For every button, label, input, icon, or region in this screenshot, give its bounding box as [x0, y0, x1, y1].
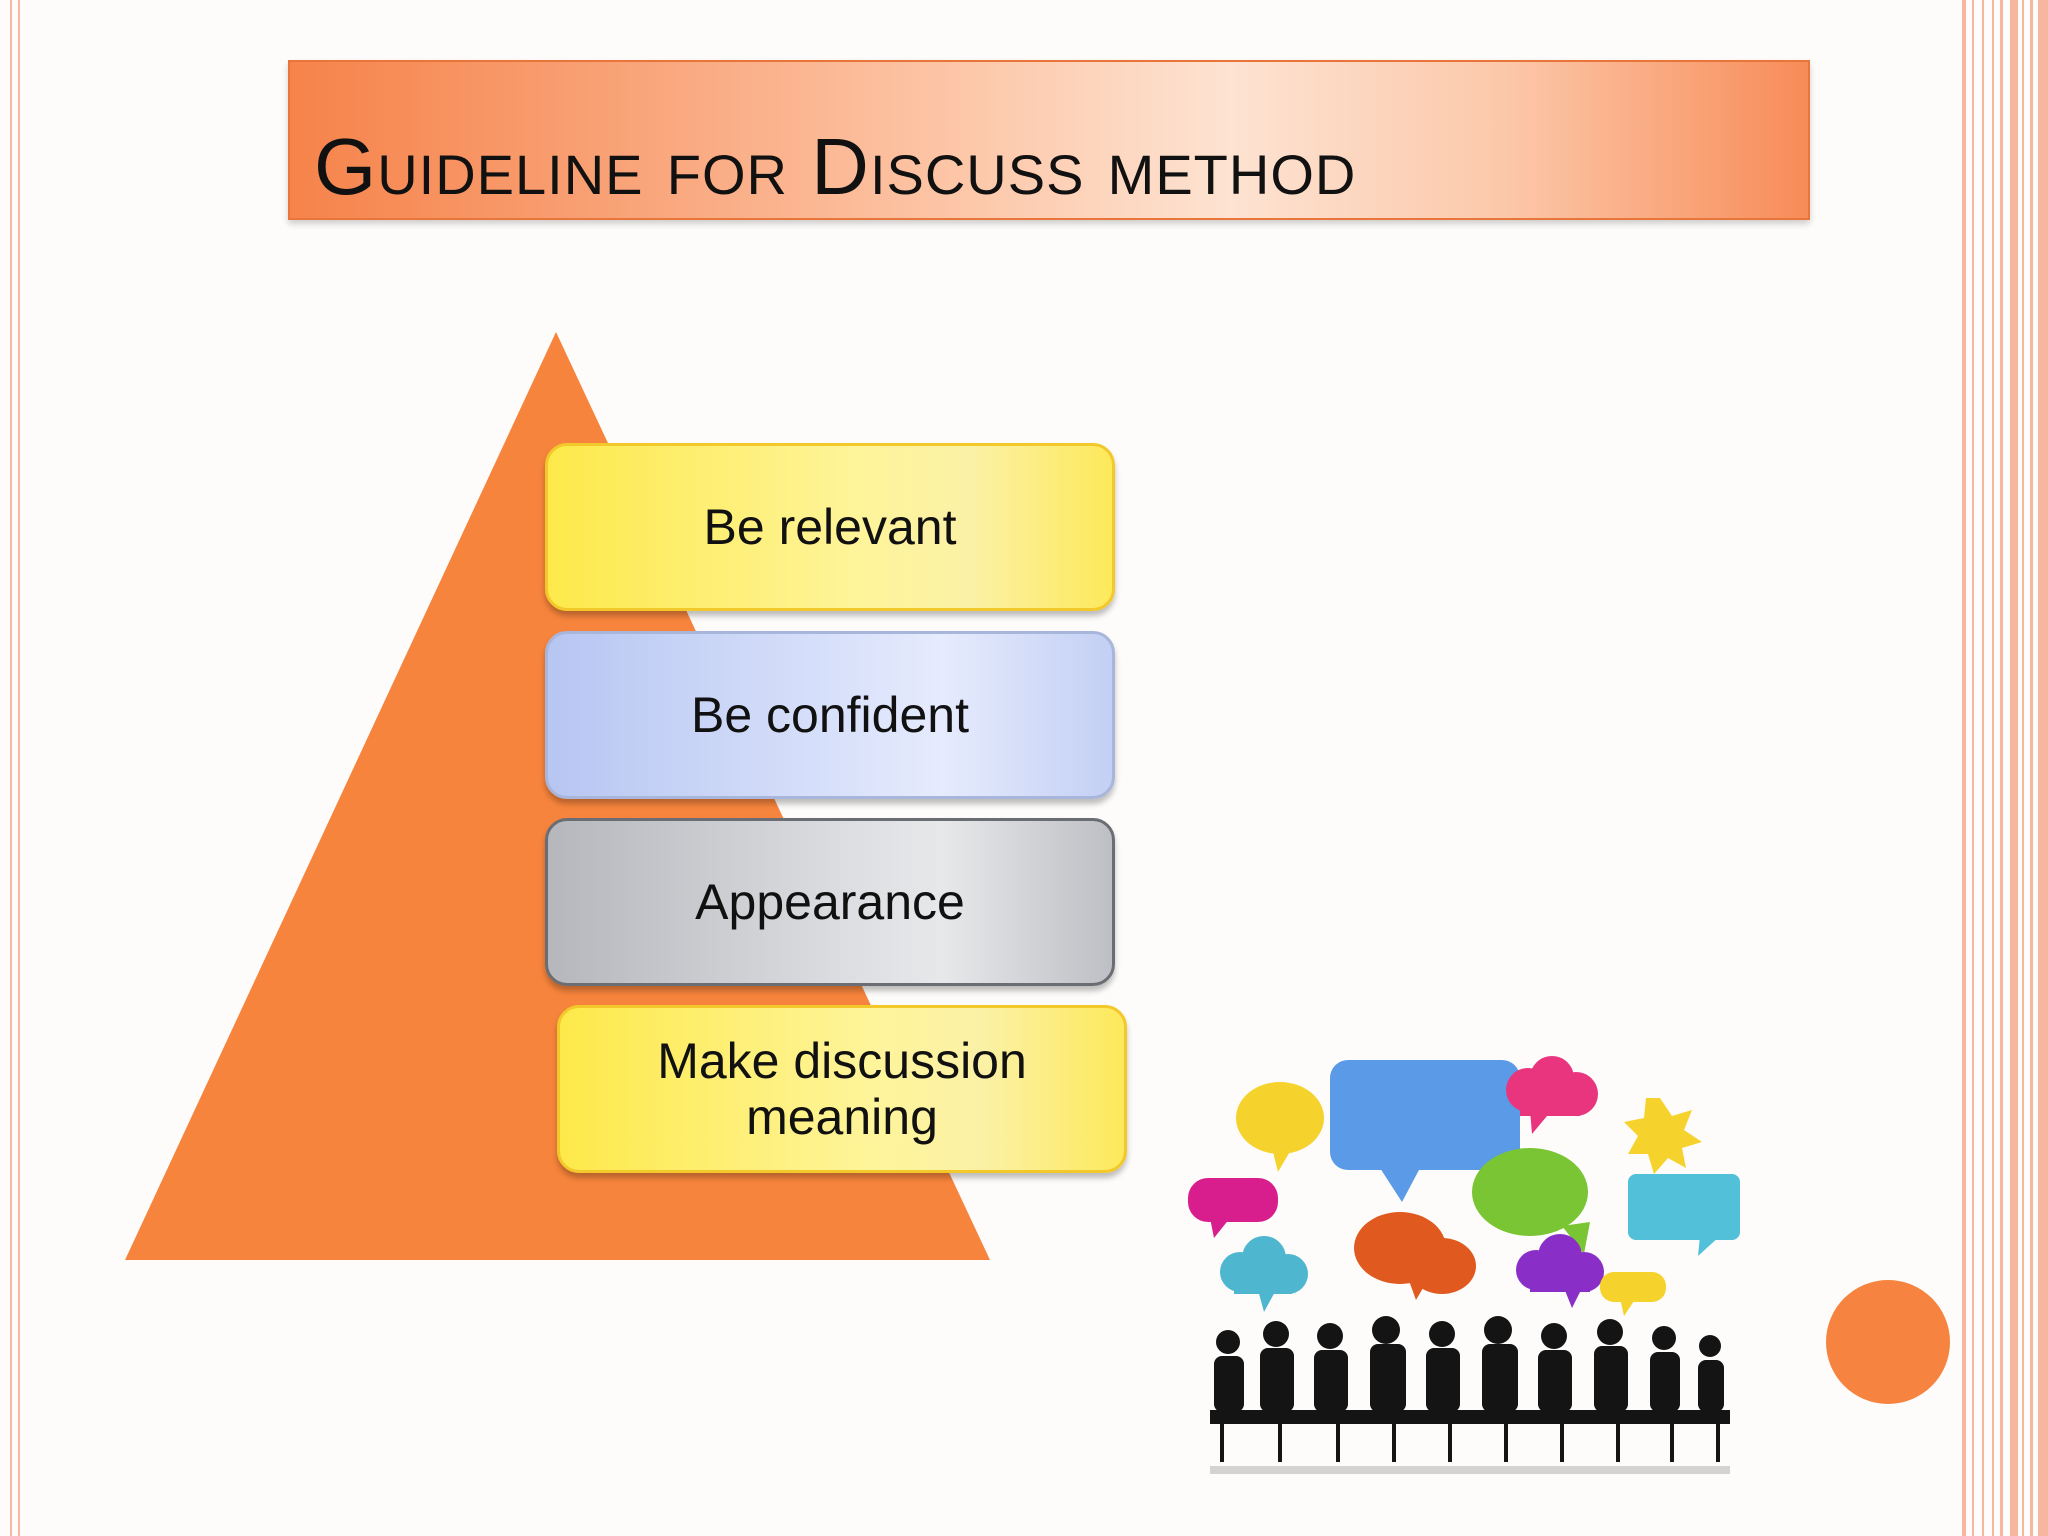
title-banner: Guideline for Discuss method	[288, 60, 1810, 220]
pyramid-item-make-discussion-meaning: Make discussion meaning	[557, 1005, 1127, 1173]
decorative-circle	[1826, 1280, 1950, 1404]
pyramid-item-label: Be relevant	[703, 499, 957, 555]
frame-right-lines	[1960, 0, 2048, 1536]
pyramid-item-be-confident: Be confident	[545, 631, 1115, 799]
slide-title: Guideline for Discuss method	[314, 122, 1357, 211]
pyramid-item-label: Be confident	[691, 687, 969, 743]
pyramid-item-be-relevant: Be relevant	[545, 443, 1115, 611]
meeting-speech-bubbles-icon	[1188, 1056, 1740, 1474]
pyramid-item-appearance: Appearance	[545, 818, 1115, 986]
frame-left-lines	[10, 0, 20, 1536]
pyramid-item-label: Appearance	[695, 874, 965, 930]
pyramid-item-label: Make discussion meaning	[657, 1033, 1027, 1145]
